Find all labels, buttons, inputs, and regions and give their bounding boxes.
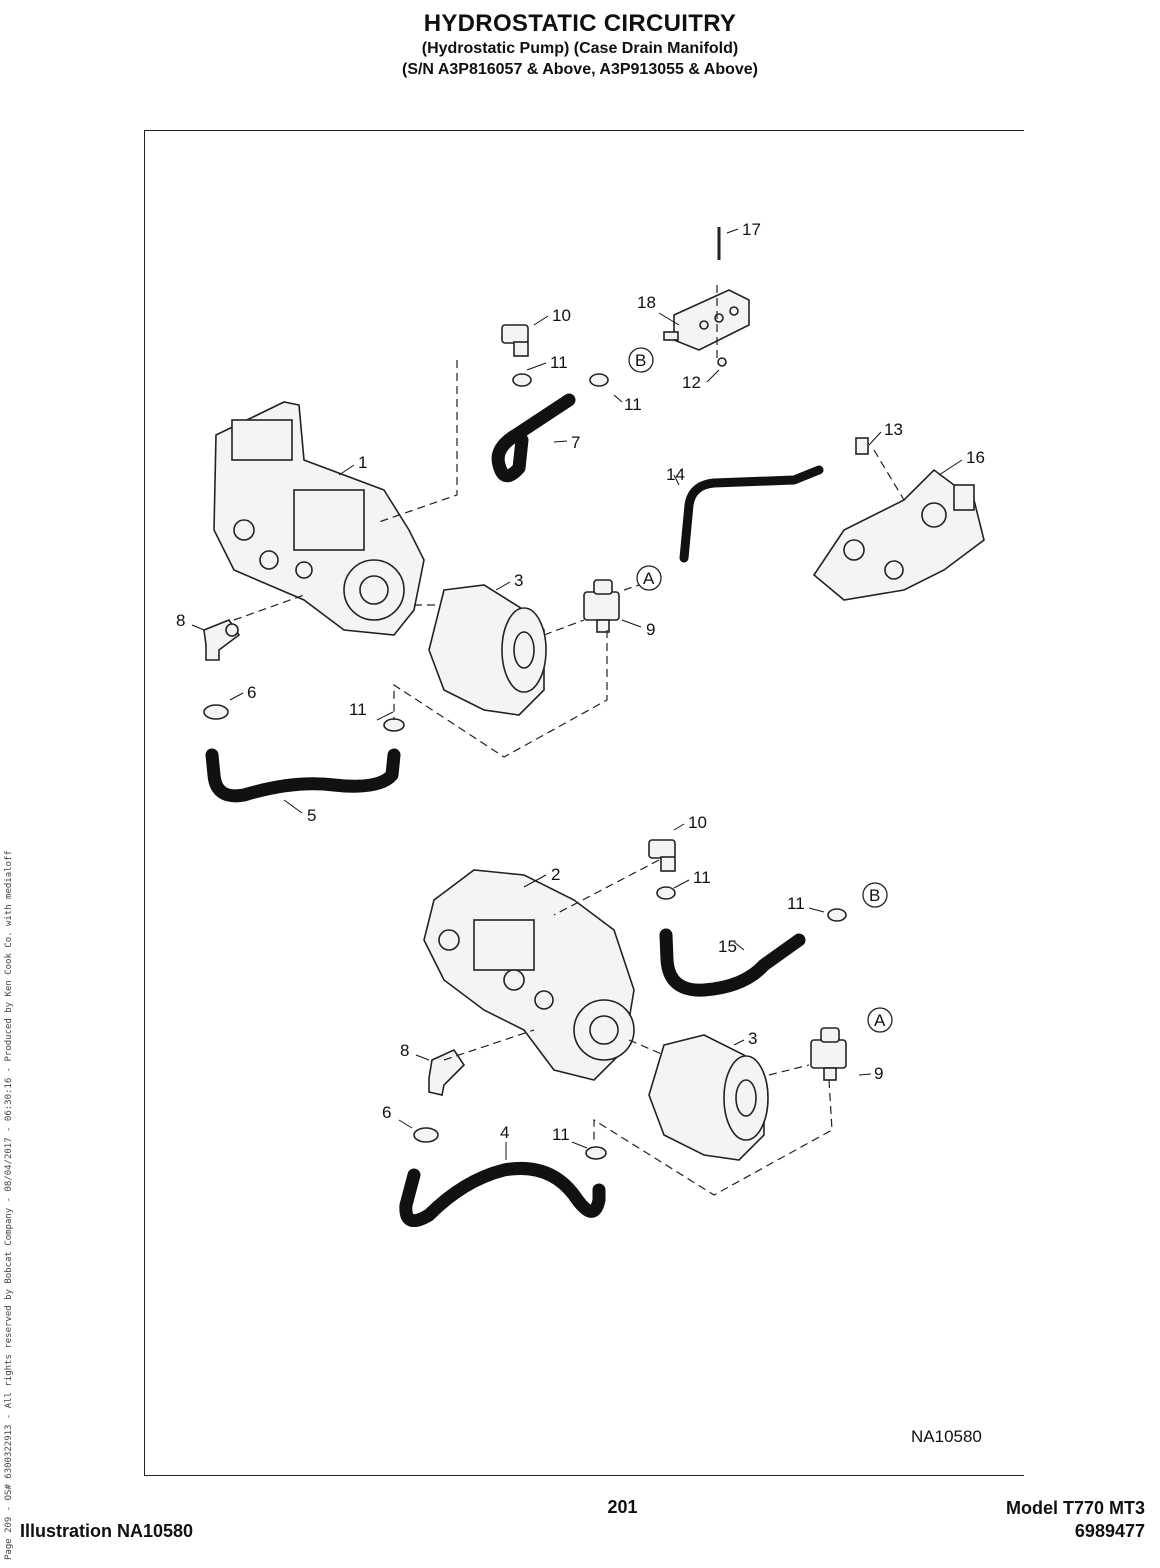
page-number: 201 <box>607 1497 638 1517</box>
callout: 12 <box>682 373 701 392</box>
clamp-top-b <box>589 373 609 387</box>
elbow-fitting-bottom <box>648 839 676 872</box>
model-name: Model T770 MT3 <box>1005 1498 1145 1518</box>
callout: 11 <box>693 868 711 887</box>
callout: 5 <box>307 806 316 825</box>
callout: 10 <box>688 813 707 832</box>
callout: 4 <box>500 1123 509 1142</box>
callout: 1 <box>358 453 367 472</box>
callout: 11 <box>349 700 367 719</box>
callout: 11 <box>552 1125 570 1144</box>
callout: 3 <box>514 571 523 590</box>
part-number: 6989477 <box>1074 1521 1145 1541</box>
callout: 18 <box>637 293 656 312</box>
callout: 8 <box>176 611 185 630</box>
serial-range: (S/N A3P816057 & Above, A3P913055 & Abov… <box>401 61 758 78</box>
clamp-bottom-a <box>656 886 676 900</box>
callout: 10 <box>552 306 571 325</box>
connector-label-a-top: A <box>643 569 655 588</box>
illustration-caption: Illustration NA10580 <box>20 1521 194 1541</box>
callout: 9 <box>646 620 655 639</box>
hose-7 <box>491 393 576 483</box>
callout: 7 <box>571 433 580 452</box>
charge-pump-bottom <box>648 1034 769 1161</box>
hose-5 <box>205 748 401 803</box>
callout: 9 <box>874 1064 883 1083</box>
callout: 11 <box>624 395 642 414</box>
page-title: HYDROSTATIC CIRCUITRY <box>423 10 737 37</box>
fitting-13 <box>855 437 869 455</box>
callouts-top: 17 18 10 11 11 12 7 13 16 1 14 3 9 8 6 1… <box>176 220 985 825</box>
callout: 8 <box>400 1041 409 1060</box>
illustration-frame <box>144 130 1024 1476</box>
callout: 11 <box>787 894 805 913</box>
callout: 11 <box>550 353 568 372</box>
clamp-bottom-d <box>585 1146 607 1160</box>
callout: 15 <box>718 937 737 956</box>
hose-15 <box>659 928 806 997</box>
callout: 6 <box>247 683 256 702</box>
tee-fitting-top <box>583 579 620 633</box>
hose-14 <box>679 465 824 563</box>
hydrostatic-pump-bottom <box>423 869 635 1081</box>
valve-assembly-16 <box>812 468 985 601</box>
callouts-bottom: 10 2 11 11 15 3 8 9 6 4 11 <box>382 813 883 1144</box>
connector-b-top <box>628 347 654 373</box>
clamp-bottom-c <box>413 1127 439 1143</box>
tee-fitting-bottom <box>810 1027 847 1081</box>
callout: 2 <box>551 865 560 884</box>
page-subtitle: (Hydrostatic Pump) (Case Drain Manifold) <box>421 40 739 57</box>
connector-label-b-bottom: B <box>869 886 880 905</box>
callout: 3 <box>748 1029 757 1048</box>
case-drain-manifold <box>663 289 750 351</box>
copyright-watermark: Page 209 - OS# 6300322913 - All rights r… <box>4 850 14 1560</box>
clamp-top-c <box>203 704 229 720</box>
elbow-fitting-top <box>501 324 529 357</box>
connector-a-top <box>636 565 662 591</box>
hydrostatic-pump-top <box>213 401 425 636</box>
callout: 14 <box>666 465 685 484</box>
elbow-fitting-8-top <box>203 619 241 661</box>
charge-pump-top <box>428 584 547 716</box>
connector-label-b-top: B <box>635 351 646 370</box>
callout: 17 <box>742 220 761 239</box>
clamp-bottom-b <box>827 908 847 922</box>
clamp-top-a <box>512 373 532 387</box>
connector-b-bottom <box>862 882 888 908</box>
callout: 13 <box>884 420 903 439</box>
parts-diagram: .part { fill: #f4f4f4; stroke: #222; str… <box>176 220 985 1446</box>
callout: 16 <box>966 448 985 467</box>
elbow-fitting-8-bottom <box>428 1048 466 1096</box>
clamp-top-d <box>383 718 405 732</box>
illustration-id-label: NA10580 <box>911 1427 982 1446</box>
connector-label-a-bottom: A <box>874 1011 886 1030</box>
hose-4 <box>399 1161 606 1228</box>
callout: 6 <box>382 1103 391 1122</box>
nut-12 <box>717 357 727 367</box>
connector-a-bottom <box>867 1007 893 1033</box>
